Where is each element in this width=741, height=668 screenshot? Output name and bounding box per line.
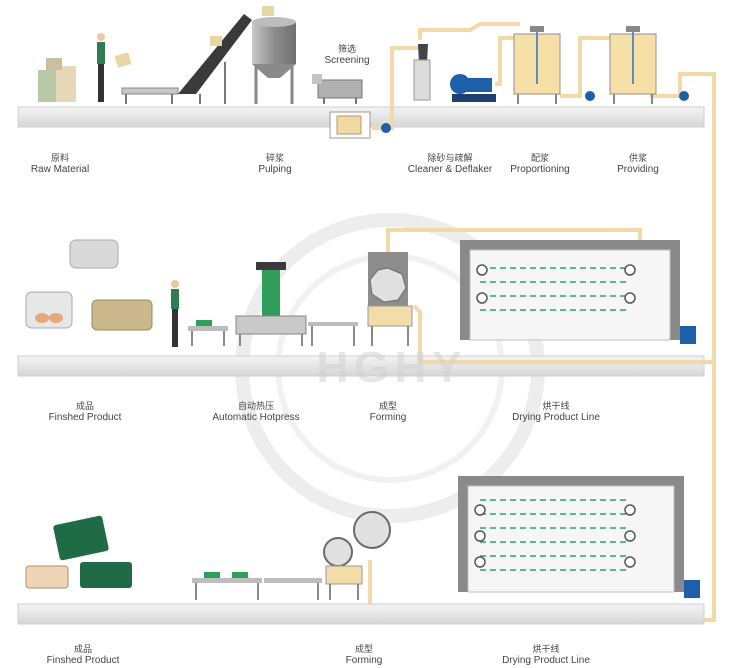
stage-label-automatic-hotpress: 自动热压 Automatic Hotpress xyxy=(206,400,306,424)
stage-label-raw-material: 原料 Raw Material xyxy=(20,152,100,176)
forming-machine-row-2 xyxy=(367,252,413,346)
finished-egg-trays-row-2 xyxy=(25,239,153,331)
collecting-table-row-2 xyxy=(188,320,228,346)
stage-label-zh: 成型 xyxy=(378,401,397,411)
belt-conveyor-row-1 xyxy=(121,6,274,104)
stage-label-zh: 供浆 xyxy=(628,153,647,163)
stage-label-proportioning: 配浆 Proportioning xyxy=(500,152,580,176)
stage-label-en: Pulping xyxy=(258,164,292,175)
stage-label-zh: 除砂与疏解 xyxy=(427,153,473,163)
vibrating-screen xyxy=(312,74,363,104)
stage-label-en: Finshed Product xyxy=(48,412,122,423)
stage-label-forming-row-2: 成型 Forming xyxy=(358,400,418,424)
providing-tank xyxy=(609,26,657,104)
stage-label-finished-product-row-2: 成品 Finshed Product xyxy=(40,400,130,424)
stage-label-en: Screening xyxy=(324,55,370,66)
stage-label-pulping: 碎浆 Pulping xyxy=(240,152,310,176)
stage-label-en: Forming xyxy=(369,412,407,423)
raw-material-bales xyxy=(38,58,76,102)
collecting-table-row-3 xyxy=(192,572,322,600)
finished-fruit-trays-row-3 xyxy=(25,515,132,589)
stage-label-en: Forming xyxy=(345,655,383,666)
floor-row-3 xyxy=(17,603,705,625)
stage-label-zh: 自动热压 xyxy=(237,401,274,411)
stage-label-en: Providing xyxy=(617,164,659,175)
stage-label-zh: 成品 xyxy=(75,401,94,411)
stage-label-cleaner-deflaker: 除砂与疏解 Cleaner & Deflaker xyxy=(400,152,500,176)
stage-label-zh: 配浆 xyxy=(530,153,549,163)
stage-label-zh: 成型 xyxy=(354,644,373,654)
stage-label-forming-row-3: 成型 Forming xyxy=(334,643,394,667)
stage-label-screening: 筛选 Screening xyxy=(312,43,382,67)
worker-row-2 xyxy=(171,280,179,347)
forming-machine-row-3 xyxy=(323,511,391,600)
transfer-table-row-2 xyxy=(308,322,358,346)
stage-label-en: Raw Material xyxy=(30,164,90,175)
pulp-pipe-row-2 xyxy=(386,228,714,364)
transfer-pumps-row-1 xyxy=(381,91,689,133)
stage-label-drying-line-row-2: 烘干线 Drying Product Line xyxy=(506,400,606,424)
stage-label-zh: 烘干线 xyxy=(532,644,560,654)
stage-label-en: Drying Product Line xyxy=(512,412,600,423)
stage-label-en: Automatic Hotpress xyxy=(212,412,300,423)
hotpress-machine xyxy=(235,262,307,346)
watermark-text: HGHY xyxy=(316,343,468,392)
proportioning-tank xyxy=(513,26,561,104)
stage-label-zh: 成品 xyxy=(73,644,92,654)
stage-label-providing: 供浆 Providing xyxy=(598,152,678,176)
pulp-pool xyxy=(329,111,371,139)
stage-label-finished-product-row-3: 成品 Finshed Product xyxy=(38,643,128,667)
stage-label-en: Cleaner & Deflaker xyxy=(407,164,493,175)
stage-label-zh: 筛选 xyxy=(337,44,356,54)
stage-label-en: Finshed Product xyxy=(46,655,120,666)
stage-label-en: Proportioning xyxy=(510,164,570,175)
stage-label-drying-line-row-3: 烘干线 Drying Product Line xyxy=(496,643,596,667)
drying-line-row-3 xyxy=(458,476,700,598)
stage-label-zh: 烘干线 xyxy=(542,401,570,411)
stage-label-zh: 原料 xyxy=(50,153,69,163)
stage-label-zh: 碎浆 xyxy=(265,153,284,163)
cleaner-cone xyxy=(413,44,431,101)
hydrapulper-tank xyxy=(252,17,296,104)
drying-line-row-2 xyxy=(460,240,696,344)
deflaker-pump xyxy=(450,74,496,102)
stage-label-en: Drying Product Line xyxy=(502,655,590,666)
worker-row-1 xyxy=(97,33,132,102)
